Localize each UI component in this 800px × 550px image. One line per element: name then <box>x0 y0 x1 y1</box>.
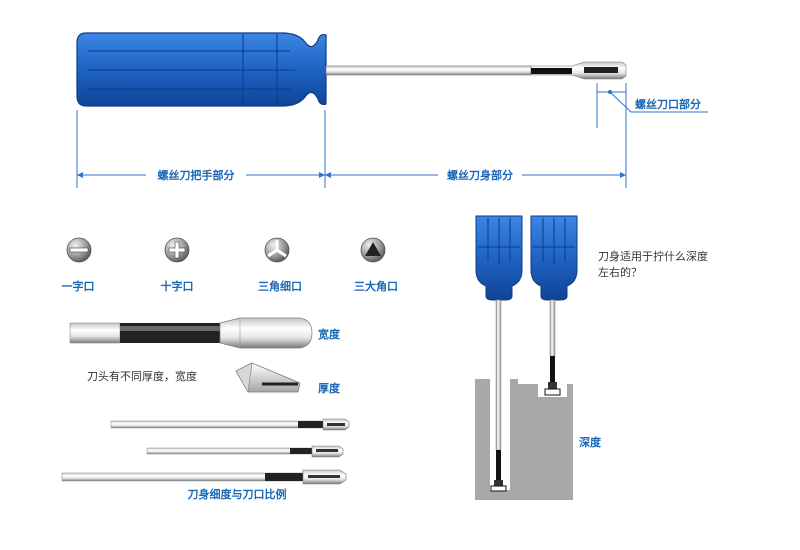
thickness-label: 厚度 <box>318 381 341 395</box>
tip-thickness-wedge <box>235 362 301 393</box>
shallow-screwdriver <box>530 215 578 396</box>
triangle-tip-icon <box>360 237 386 263</box>
tip-type-label: 十字口 <box>161 279 194 293</box>
phillips-tip-icon <box>164 237 190 263</box>
tip-type-label: 三大角口 <box>354 279 398 293</box>
tip-type-tri-wing: 三角细口 <box>258 237 302 293</box>
shaft-sample <box>146 445 344 458</box>
depth-illustration <box>475 215 578 500</box>
shaft-proportion-samples <box>61 418 350 485</box>
shaft-sample <box>61 469 347 485</box>
blade-part-label: 螺丝刀身部分 <box>447 168 513 182</box>
proportion-label: 刀身细度与刀口比例 <box>188 487 287 501</box>
tip-type-slotted: 一字口 <box>62 237 95 293</box>
tip-type-phillips: 十字口 <box>161 237 194 293</box>
question-line-1: 刀身适用于拧什么深度 <box>598 249 708 263</box>
deep-screwdriver <box>475 215 523 492</box>
width-label: 宽度 <box>317 327 341 341</box>
screwdriver-shaft <box>325 61 627 80</box>
head-note: 刀头有不同厚度，宽度 <box>87 369 197 383</box>
tip-type-label: 三角细口 <box>258 279 302 293</box>
tip-dimension <box>596 83 708 128</box>
question-line-2: 左右的？ <box>598 265 642 279</box>
tip-type-triangle: 三大角口 <box>354 237 398 293</box>
tip-part-label: 螺丝刀口部分 <box>635 97 701 111</box>
length-dimension <box>76 110 627 188</box>
tip-type-label: 一字口 <box>62 279 95 293</box>
slotted-tip-icon <box>66 237 92 263</box>
blade-width-illustration <box>69 317 313 349</box>
handle-part-label: 螺丝刀把手部分 <box>158 168 235 182</box>
shaft-sample <box>110 418 350 431</box>
main-screwdriver <box>76 32 627 107</box>
depth-label: 深度 <box>579 435 602 449</box>
screwdriver-handle <box>76 32 327 107</box>
tri-wing-tip-icon <box>264 237 290 263</box>
